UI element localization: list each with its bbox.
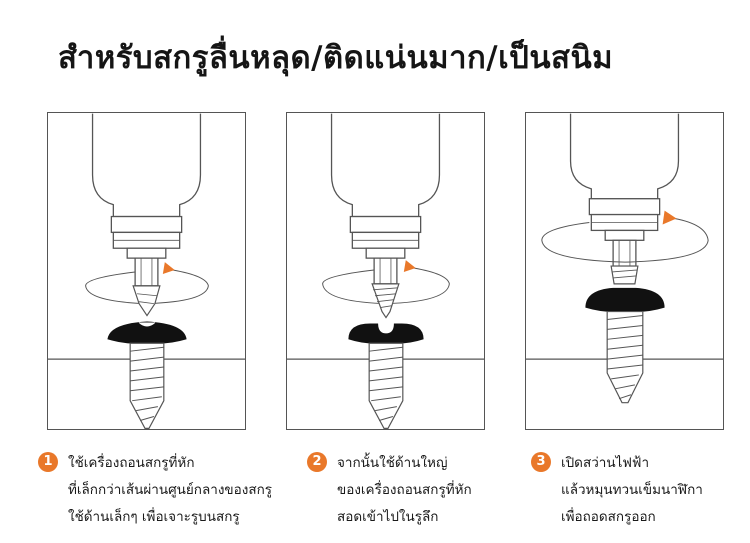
drill-chuck-top [349, 215, 422, 234]
screw-threads [130, 346, 164, 421]
drill-diagram-step-3 [526, 113, 723, 404]
rotation-arrow-icon [403, 260, 416, 272]
step-1-illustration [47, 112, 246, 430]
drill-diagram-step-1 [48, 113, 245, 429]
step-2-line-3: สอดเข้าไปในรูลึก [337, 509, 439, 525]
step-2-illustration [286, 112, 485, 430]
step-2-line-1: จากนั้นใช้ด้านใหญ่ [337, 455, 448, 471]
step-3-illustration [525, 112, 724, 430]
step-3-line-2: แล้วหมุนทวนเข็มนาฬิกา [561, 482, 703, 498]
drill-body [569, 113, 680, 200]
step-number-badge: 1 [38, 452, 58, 472]
step-1-line-3: ใช้ด้านเล็กๆ เพื่อเจาะรูบนสกรู [68, 509, 240, 525]
extractor-bit-shank [134, 257, 159, 287]
step-1-line-2: ที่เล็กกว่าเส้นผ่านศูนย์กลางของสกรู [68, 482, 273, 498]
screw-threads [369, 346, 403, 421]
extractor-drill-tip [132, 285, 161, 317]
extractor-tapered-end [610, 265, 639, 285]
drill-collar [126, 247, 167, 259]
drill-chuck-top [110, 215, 183, 234]
drill-body [91, 113, 202, 218]
screw-head [107, 321, 187, 344]
rotation-arrow-icon [662, 210, 677, 225]
step-3-line-3: เพื่อถอดสกรูออก [561, 509, 656, 525]
screw-head [585, 287, 665, 313]
screw-threads [607, 315, 643, 400]
drill-collar [365, 247, 406, 259]
page-title: สำหรับสกรูลื่นหลุด/ติดแน่นมาก/เป็นสนิม [58, 40, 614, 76]
drill-collar [604, 229, 645, 241]
screw-head [348, 323, 424, 344]
step-2-line-2: ของเครื่องถอนสกรูที่หัก [337, 482, 472, 498]
step-number-badge: 2 [307, 452, 327, 472]
drill-body [330, 113, 441, 218]
screw-shank [129, 342, 165, 429]
rotation-path [541, 218, 709, 263]
step-3-line-1: เปิดสว่านไฟฟ้า [561, 455, 650, 471]
extractor-bit-shank [373, 257, 398, 285]
step-1-line-1: ใช้เครื่องถอนสกรูที่หัก [68, 455, 195, 471]
step-number-badge: 3 [531, 452, 551, 472]
screw-shank [368, 342, 404, 429]
drill-chuck-top [588, 198, 661, 216]
rotation-arrow-icon [162, 262, 175, 274]
drill-diagram-step-2 [287, 113, 484, 429]
